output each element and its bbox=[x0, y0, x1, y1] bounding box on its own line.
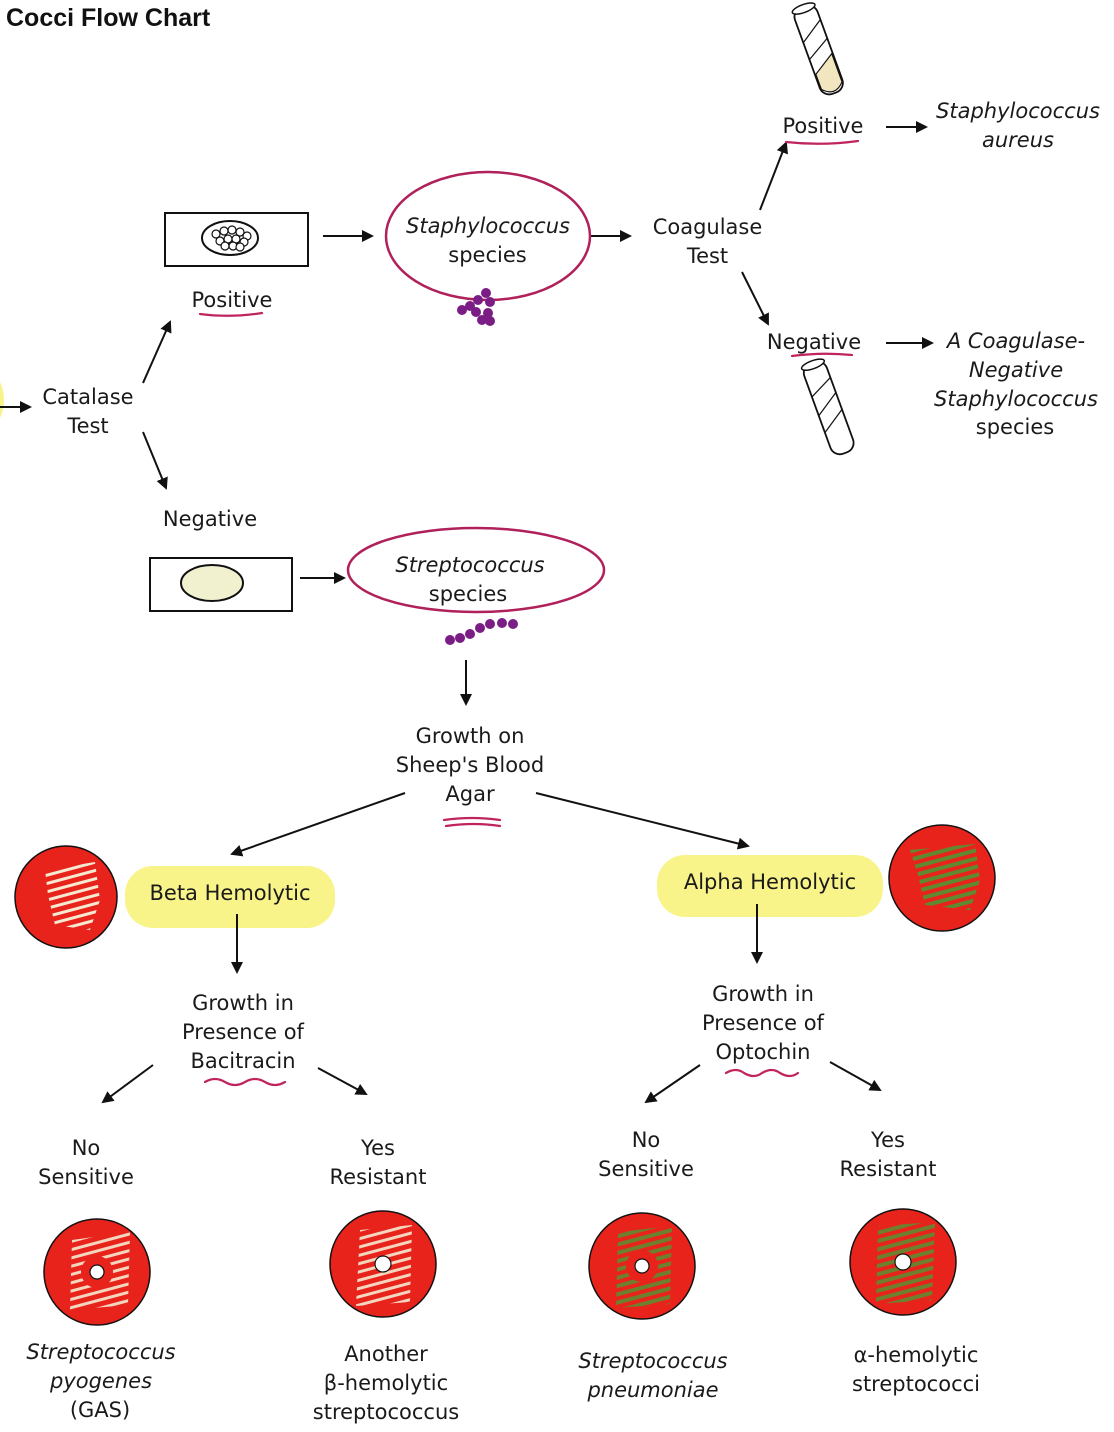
underline-cat-positive bbox=[198, 311, 264, 317]
coagulase-positive-label: Positive bbox=[782, 114, 864, 138]
coagulase-tube-clotted-icon bbox=[791, 2, 844, 96]
bacitracin-yes-label: Yes Resistant bbox=[329, 1136, 427, 1189]
underline-coag-negative bbox=[790, 352, 854, 358]
streptococcus-species-label: species bbox=[428, 582, 508, 606]
underline-bacitracin bbox=[203, 1077, 287, 1087]
staph-cluster-icon bbox=[457, 288, 495, 326]
optochin-no-label: No Sensitive bbox=[598, 1128, 694, 1181]
bacitracin-no-label: No Sensitive bbox=[38, 1136, 134, 1189]
optochin-label: Growth in Presence of Optochin bbox=[702, 982, 824, 1064]
arrow-agar-to-beta bbox=[230, 792, 406, 857]
streptococcus-label: Streptococcus bbox=[395, 553, 545, 577]
strep-chain-icon bbox=[445, 618, 518, 645]
blood-agar-plate-icon-alpha bbox=[888, 824, 996, 932]
staphylococcus-label: Staphylococcus bbox=[406, 214, 570, 238]
slide-smooth-colony-icon bbox=[149, 557, 293, 612]
catalase-test-label: Catalase Test bbox=[42, 385, 134, 438]
underline-agar bbox=[442, 816, 502, 828]
highlight-alpha-hemolytic bbox=[657, 855, 883, 917]
arrow-bacitracin-no bbox=[101, 1064, 154, 1104]
highlight-beta-hemolytic bbox=[125, 866, 335, 928]
bacitracin-disk-plate-icon-sensitive bbox=[43, 1218, 151, 1326]
arrow-catalase-positive bbox=[142, 320, 172, 384]
slide-clustered-colonies-icon bbox=[164, 212, 309, 267]
underline-coag-positive bbox=[784, 139, 860, 145]
arrow-optochin-no bbox=[644, 1064, 701, 1104]
bacitracin-label: Growth in Presence of Bacitracin bbox=[182, 991, 304, 1073]
arrow-coagulase-positive bbox=[759, 141, 788, 211]
arrow-catalase-negative bbox=[142, 431, 168, 490]
catalase-negative-label: Negative bbox=[162, 507, 258, 531]
optochin-yes-label: Yes Resistant bbox=[839, 1128, 937, 1181]
optochin-disk-plate-icon-resistant bbox=[849, 1208, 957, 1316]
staphylococcus-species-label: species bbox=[448, 243, 527, 267]
optochin-disk-plate-icon-sensitive bbox=[588, 1212, 696, 1320]
streptococcus-pneumoniae-label: Streptococcus pneumoniae bbox=[578, 1349, 728, 1402]
bacitracin-disk-plate-icon-resistant bbox=[329, 1210, 437, 1318]
catalase-positive-label: Positive bbox=[191, 288, 273, 312]
alpha-hemolytic-label: Alpha Hemolytic bbox=[683, 870, 857, 894]
strep-oval bbox=[346, 526, 606, 614]
highlight-left-edge bbox=[0, 382, 4, 418]
coagulase-tube-liquid-icon bbox=[800, 358, 855, 456]
arrow-agar-to-alpha bbox=[535, 792, 750, 850]
beta-hemolytic-label: Beta Hemolytic bbox=[149, 881, 311, 905]
staphylococcus-aureus-label: Staphylococcus aureus bbox=[936, 99, 1100, 152]
another-beta-hemolytic-label: Another β-hemolytic streptococcus bbox=[312, 1342, 460, 1424]
coagulase-test-label: Coagulase Test bbox=[652, 215, 763, 268]
arrow-optochin-yes bbox=[829, 1061, 882, 1091]
streptococcus-pyogenes-label: Streptococcus pyogenes bbox=[26, 1340, 176, 1393]
alpha-hemolytic-streptococci-label: α-hemolytic streptococci bbox=[852, 1343, 980, 1396]
arrow-bacitracin-yes bbox=[317, 1067, 368, 1095]
coagulase-negative-species-label: species bbox=[975, 415, 1055, 439]
coagulase-negative-staph-label: A Coagulase- Negative Staphylococcus bbox=[934, 329, 1098, 411]
blood-agar-plate-icon-beta bbox=[14, 845, 118, 949]
arrow-coagulase-negative bbox=[741, 271, 769, 326]
underline-optochin bbox=[724, 1068, 800, 1078]
blood-agar-label: Growth on Sheep's Blood Agar bbox=[395, 724, 545, 806]
coagulase-negative-label: Negative bbox=[766, 330, 862, 354]
gas-label: (GAS) bbox=[69, 1398, 131, 1422]
page-title: Cocci Flow Chart bbox=[6, 4, 211, 32]
